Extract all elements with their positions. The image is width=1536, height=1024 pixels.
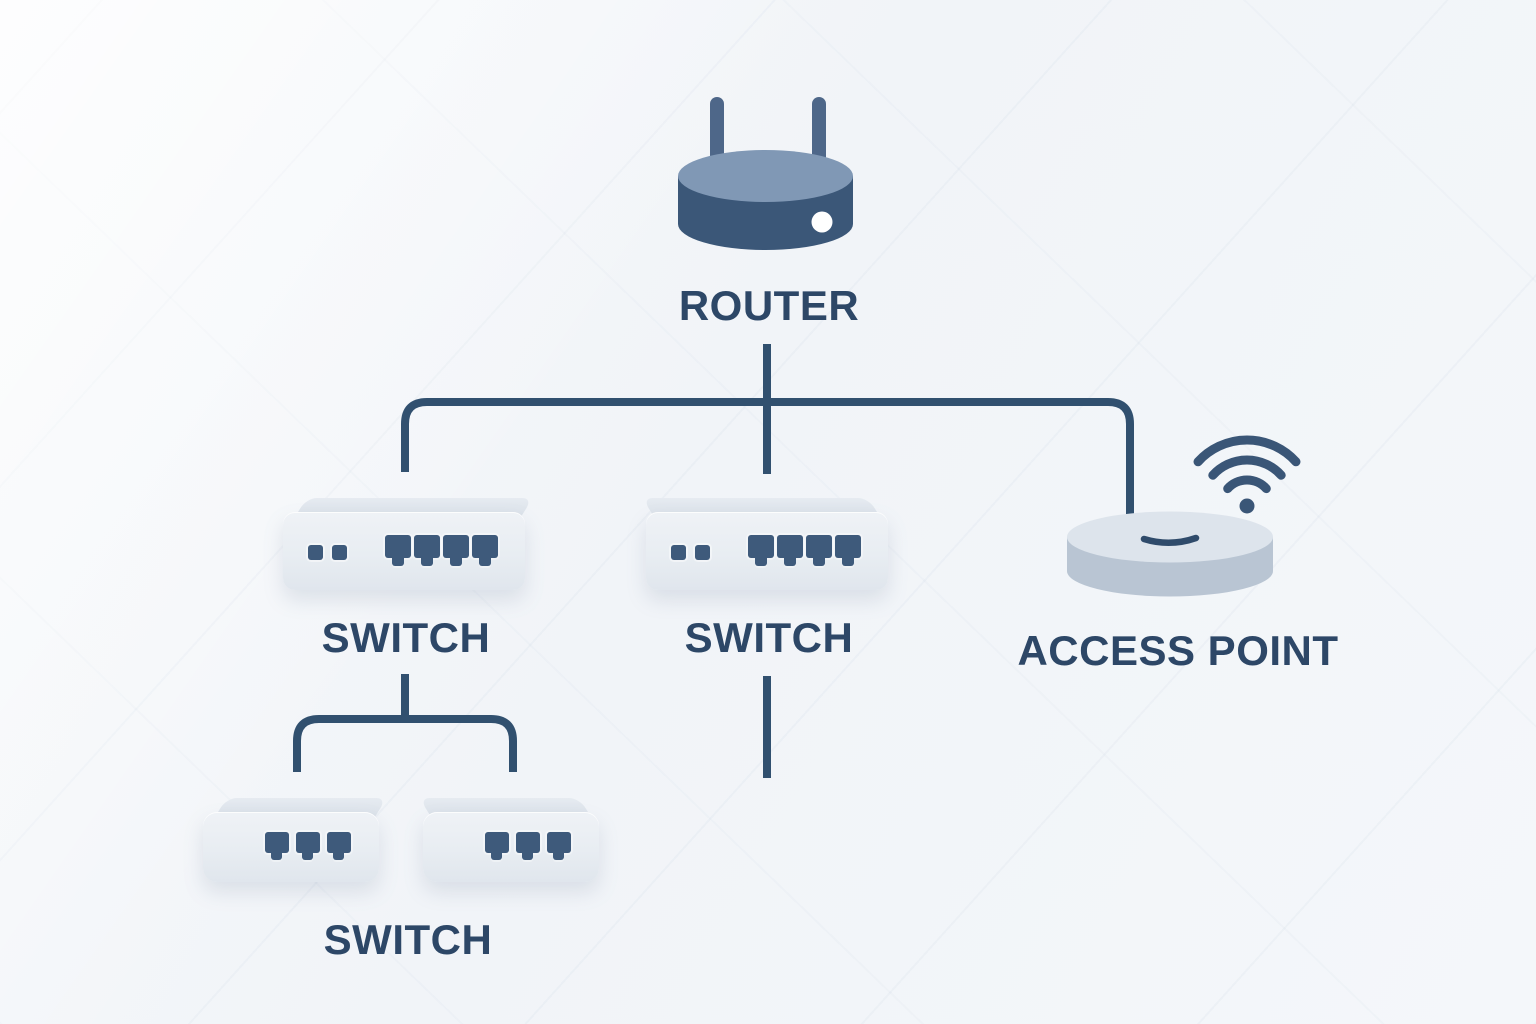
- switch-left-label: SWITCH: [321, 614, 491, 661]
- ethernet-port: [485, 832, 509, 860]
- switch-bottom-right-icon: [419, 798, 599, 882]
- ethernet-port: [748, 535, 774, 566]
- switch-middle-label: SWITCH: [684, 614, 854, 661]
- ethernet-port: [777, 535, 803, 566]
- access-point-top: [1067, 511, 1273, 563]
- ethernet-port: [265, 832, 289, 860]
- ethernet-port: [516, 832, 540, 860]
- ethernet-port: [327, 832, 351, 860]
- ethernet-port: [835, 535, 861, 566]
- port-row: [265, 832, 351, 860]
- access-point-slot: [1140, 534, 1200, 546]
- router-status-led: [811, 211, 833, 233]
- led-indicator: [695, 545, 710, 560]
- switch-bottom-group-label: SWITCH: [323, 916, 493, 963]
- port-row: [385, 535, 498, 566]
- switch-left-icon: [283, 498, 533, 590]
- router-icon: [678, 97, 853, 251]
- router-label: ROUTER: [678, 282, 860, 329]
- edge-sub-bus: [293, 715, 517, 772]
- router-top: [678, 150, 853, 202]
- ethernet-port: [296, 832, 320, 860]
- access-point-label: ACCESS POINT: [1017, 627, 1339, 674]
- switch-bottom-left-icon: [203, 798, 387, 882]
- port-row: [748, 535, 861, 566]
- switch-middle-icon: [642, 498, 888, 590]
- led-indicator: [308, 545, 323, 560]
- ethernet-port: [806, 535, 832, 566]
- led-indicator: [332, 545, 347, 560]
- port-row: [485, 832, 571, 860]
- led-indicator: [671, 545, 686, 560]
- ethernet-port: [547, 832, 571, 860]
- ethernet-port: [385, 535, 411, 566]
- ethernet-port: [414, 535, 440, 566]
- wifi-icon: [1193, 435, 1301, 514]
- edge-trunk-bus: [401, 398, 1134, 514]
- ethernet-port: [472, 535, 498, 566]
- ethernet-port: [443, 535, 469, 566]
- access-point-icon: [1067, 511, 1273, 597]
